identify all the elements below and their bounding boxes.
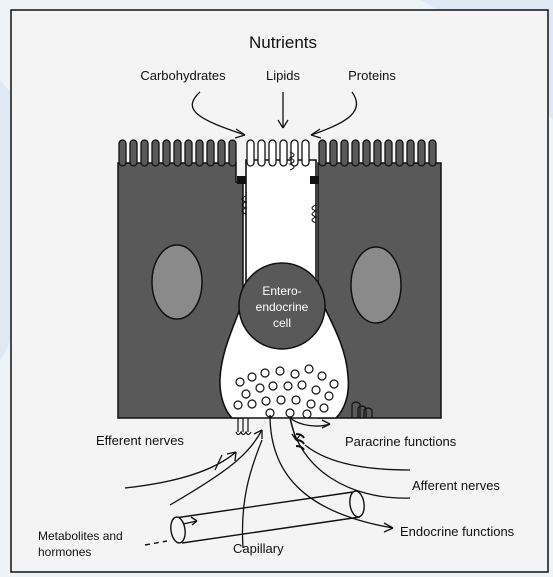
right-microvilli bbox=[319, 140, 436, 166]
label-metabolites-line2: hormones bbox=[38, 545, 91, 559]
title-nutrients: Nutrients bbox=[249, 33, 317, 52]
cell-label-line1: Entero- bbox=[262, 284, 301, 298]
label-metabolites-line1: Metabolites and bbox=[38, 529, 123, 543]
left-microvilli bbox=[119, 140, 236, 166]
right-nucleus bbox=[351, 247, 401, 323]
label-afferent-nerves: Afferent nerves bbox=[412, 478, 500, 493]
label-carbohydrates: Carbohydrates bbox=[140, 68, 226, 83]
label-efferent-nerves: Efferent nerves bbox=[96, 433, 184, 448]
cell-label-line2: endocrine bbox=[256, 300, 309, 314]
label-endocrine-functions: Endocrine functions bbox=[400, 524, 515, 539]
tight-junction-right bbox=[310, 176, 319, 184]
label-lipids: Lipids bbox=[266, 68, 300, 83]
cell-label-line3: cell bbox=[273, 316, 291, 330]
label-paracrine-functions: Paracrine functions bbox=[345, 434, 457, 449]
label-proteins: Proteins bbox=[348, 68, 396, 83]
tight-junction-left bbox=[237, 176, 246, 184]
label-capillary: Capillary bbox=[233, 541, 284, 556]
left-nucleus bbox=[152, 245, 202, 319]
